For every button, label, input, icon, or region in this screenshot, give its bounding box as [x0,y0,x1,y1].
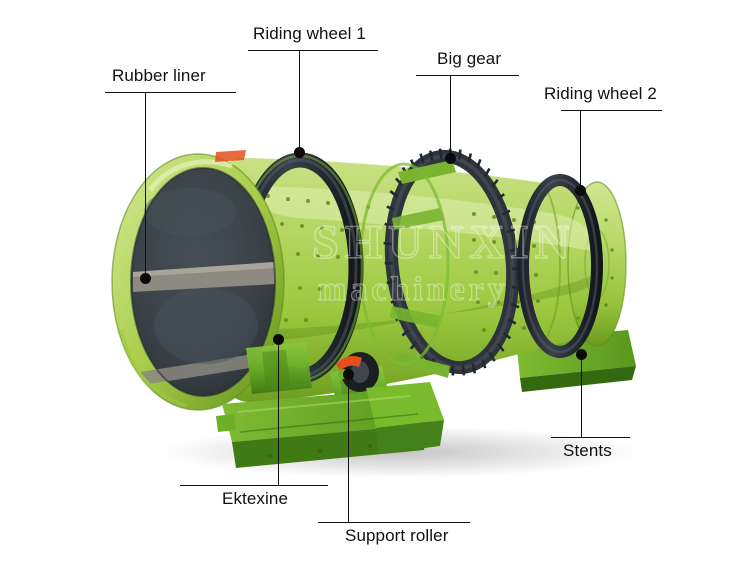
drum-mouth [111,150,285,411]
callout-anchor-dot-ektexine [272,333,284,345]
callout-leader-line-support-roller [348,374,349,522]
svg-text:machinery: machinery [318,271,509,308]
callout-anchor-dot-riding-wheel-1 [293,146,305,158]
callout-label-stents: Stents [563,441,612,460]
callout-anchor-dot-riding-wheel-2 [574,184,586,196]
callout-label-riding-wheel-1: Riding wheel 1 [253,24,366,43]
callout-label-support-roller: Support roller [345,526,449,545]
callout-underline-stents [551,437,630,438]
callout-label-ektexine: Ektexine [222,489,289,508]
callout-anchor-dot-big-gear [444,152,456,164]
svg-text:SHUNXIN: SHUNXIN [312,216,575,269]
callout-label-riding-wheel-2: Riding wheel 2 [544,84,657,103]
callout-underline-riding-wheel-2 [561,110,662,111]
callout-anchor-dot-stents [575,348,587,360]
callout-leader-line-big-gear [450,75,451,158]
callout-underline-support-roller [318,522,470,523]
watermark: SHUNXIN machinery [311,215,575,308]
callout-label-big-gear: Big gear [437,49,502,68]
callout-underline-big-gear [416,75,519,76]
callout-underline-riding-wheel-1 [248,50,378,51]
callout-anchor-dot-support-roller [342,368,354,380]
callout-anchor-dot-rubber-liner [139,272,151,284]
callout-leader-line-stents [581,354,582,437]
big-gear-ring [358,148,521,378]
stand-main [216,342,444,468]
callout-leader-line-riding-wheel-1 [299,50,300,152]
callout-leader-line-rubber-liner [145,92,146,278]
callout-leader-line-riding-wheel-2 [580,110,581,190]
riding-wheel-2 [517,174,603,358]
callout-leader-line-ektexine [278,339,279,485]
callout-underline-rubber-liner [105,92,236,93]
callout-label-rubber-liner: Rubber liner [112,66,206,85]
callout-underline-ektexine [180,485,328,486]
